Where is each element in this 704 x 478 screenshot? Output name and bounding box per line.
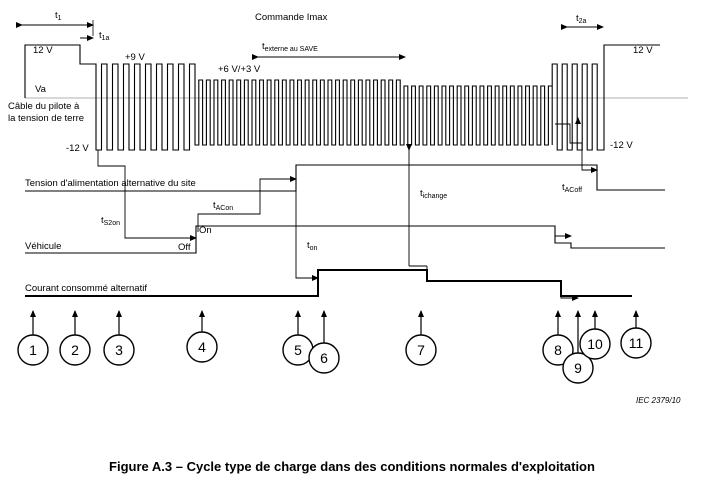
commande-label: Commande Imax	[255, 12, 328, 23]
on-label: On	[199, 225, 212, 236]
vehicle-signal	[25, 225, 665, 254]
event-marker-7: 7	[405, 310, 437, 366]
event-marker-9: 9	[562, 310, 594, 384]
event-circle-4	[186, 331, 218, 363]
event-circle-6	[308, 342, 340, 374]
pilot-waveform-path	[24, 44, 660, 151]
event-circle-2	[59, 334, 91, 366]
event-marker-10: 10	[579, 310, 611, 360]
tichange-label: tichange	[420, 188, 447, 200]
plus9-label: +9 V	[125, 52, 145, 63]
va-label: Va	[35, 84, 47, 95]
event-number-7: 7	[417, 342, 425, 358]
pilot-label-line2: la tension de terre	[8, 113, 84, 124]
event-marker-4: 4	[186, 310, 218, 363]
event-circle-11	[620, 327, 652, 359]
ton-arrow	[295, 190, 319, 281]
event-marker-11: 11	[620, 310, 652, 359]
tacon-arrow	[197, 176, 297, 232]
tacon-label: tACon	[213, 200, 233, 212]
event-marker-2: 2	[59, 310, 91, 366]
tacoff-label: tACoff	[562, 182, 582, 194]
text-label: texterne au SAVE	[262, 41, 318, 53]
event-number-9: 9	[574, 360, 582, 376]
event-number-11: 11	[629, 335, 644, 351]
event-markers: 1 2 3 4 5 6 7 89 10 11	[17, 310, 652, 384]
iec-reference: IEC 2379/10	[636, 396, 681, 405]
event-marker-8: 8	[542, 310, 574, 366]
event-circle-7	[405, 334, 437, 366]
minus12-left-label: -12 V	[66, 143, 89, 154]
event-number-2: 2	[71, 342, 79, 358]
plus6-3-label: +6 V/+3 V	[218, 64, 261, 75]
pilot-signal-waveform	[24, 44, 660, 151]
event-marker-5: 5	[282, 310, 314, 366]
event-circle-1	[17, 334, 49, 366]
event-number-1: 1	[29, 342, 37, 358]
event-number-5: 5	[294, 342, 302, 358]
event-circle-8	[542, 334, 574, 366]
figure-caption: Figure A.3 – Cycle type de charge dans d…	[109, 459, 595, 474]
minus12-right-label: -12 V	[610, 140, 633, 151]
pilot-label-line1: Câble du pilote à	[8, 101, 80, 112]
ts2on-label: tS2on	[101, 215, 120, 227]
current-label: Courant consommé alternatif	[25, 283, 147, 294]
event-circle-9	[562, 352, 594, 384]
current-off-arrow	[560, 281, 579, 301]
event-marker-6: 6	[308, 310, 340, 374]
event-circle-3	[103, 334, 135, 366]
event-number-10: 10	[587, 336, 603, 352]
off-label: Off	[178, 242, 191, 253]
supply-label: Tension d'alimentation alternative du si…	[25, 178, 196, 189]
plus12-left-label: 12 V	[33, 45, 53, 56]
t2a-label: t2a	[576, 13, 587, 25]
event-number-6: 6	[320, 350, 328, 366]
event-number-3: 3	[115, 342, 123, 358]
ts2on-arrow	[97, 150, 197, 241]
vehicle-off-arrow	[554, 226, 572, 239]
ton-label: ton	[307, 240, 318, 252]
event-circle-10	[579, 328, 611, 360]
t1a-label: t1a	[99, 30, 110, 42]
t1-label: t1	[55, 10, 62, 22]
event-number-8: 8	[554, 342, 562, 358]
event-number-4: 4	[198, 339, 206, 355]
event-marker-1: 1	[17, 310, 49, 366]
supply-voltage-signal	[25, 164, 665, 192]
event-marker-3: 3	[103, 310, 135, 366]
tacoff-arrow	[555, 123, 598, 173]
plus12-right-label: 12 V	[633, 45, 653, 56]
vehicle-label: Véhicule	[25, 241, 61, 252]
